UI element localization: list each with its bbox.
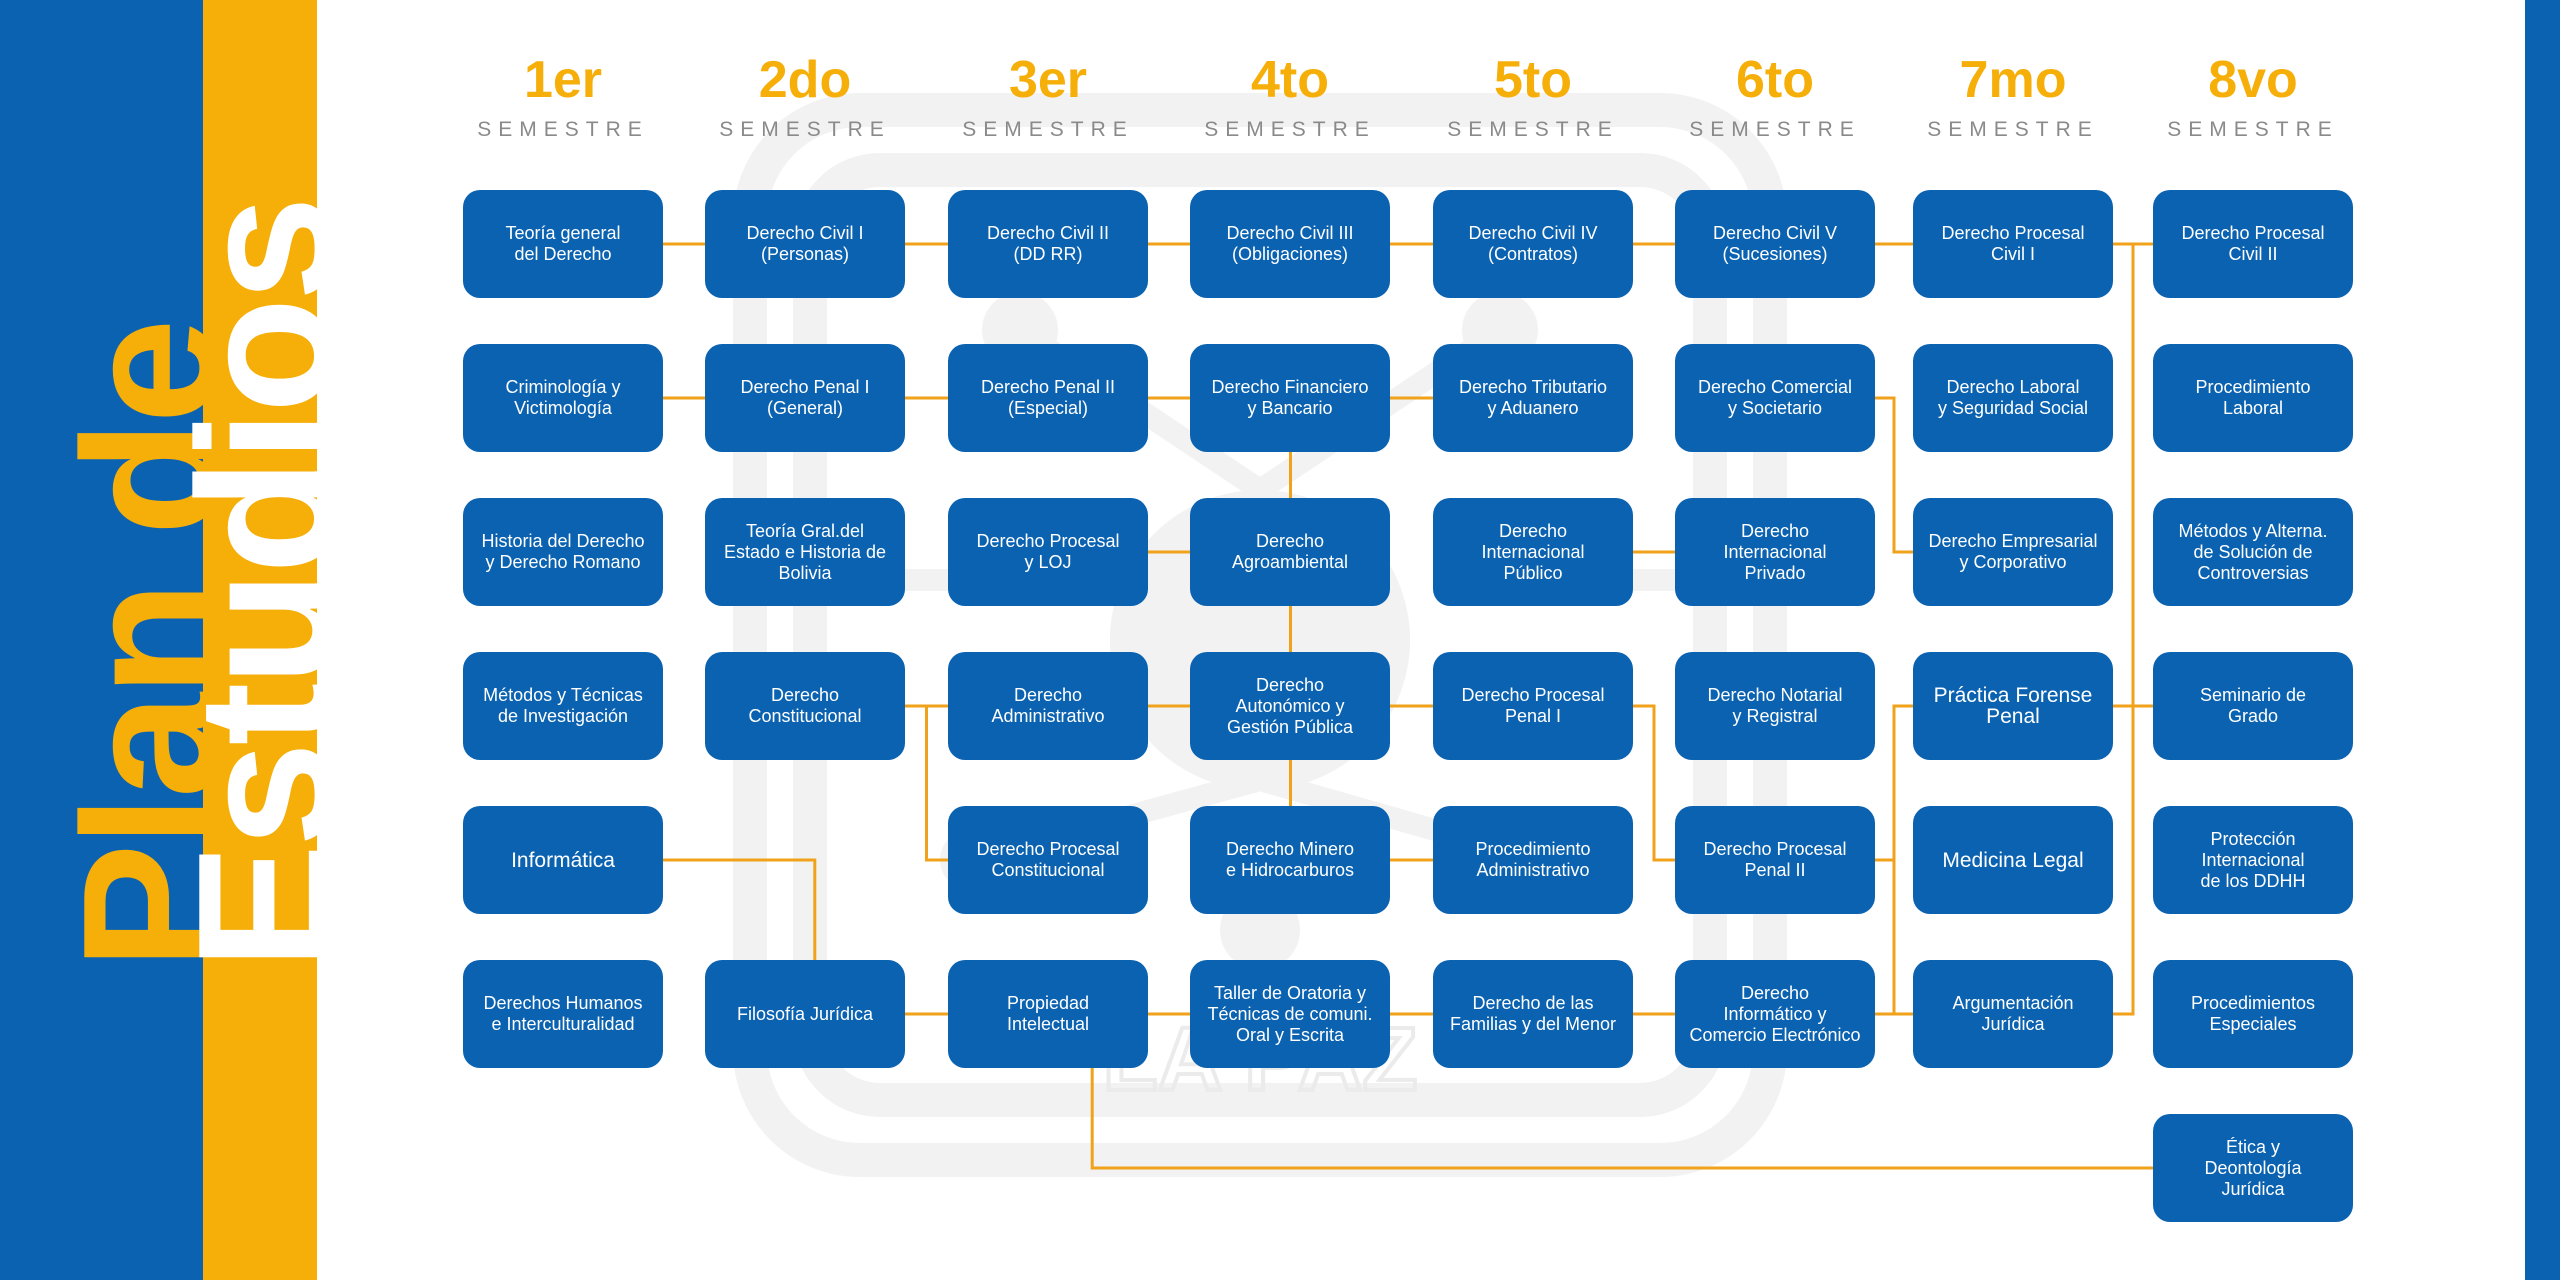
course-box-c6_3[interactable]: Derecho Internacional Privado xyxy=(1675,498,1875,606)
course-box-c8_7[interactable]: Ética y Deontología Jurídica xyxy=(2153,1114,2353,1222)
course-box-c4_4[interactable]: Derecho Autonómico y Gestión Pública xyxy=(1190,652,1390,760)
semester-number-3: 3er xyxy=(1008,51,1088,109)
course-box-c5_2[interactable]: Derecho Tributario y Aduanero xyxy=(1433,344,1633,452)
course-box-c6_1[interactable]: Derecho Civil V (Sucesiones) xyxy=(1675,190,1875,298)
semester-number-5: 5to xyxy=(1494,51,1572,109)
course-box-c2_1[interactable]: Derecho Civil I (Personas) xyxy=(705,190,905,298)
course-box-c6_2[interactable]: Derecho Comercial y Societario xyxy=(1675,344,1875,452)
course-box-c3_6[interactable]: Propiedad Intelectual xyxy=(948,960,1148,1068)
course-box-c7_5[interactable]: Medicina Legal xyxy=(1913,806,2113,914)
semester-label-6: SEMESTRE xyxy=(1689,118,1861,141)
course-box-c2_2[interactable]: Derecho Penal I (General) xyxy=(705,344,905,452)
course-box-c4_6[interactable]: Taller de Oratoria y Técnicas de comuni.… xyxy=(1190,960,1390,1068)
course-box-c4_5[interactable]: Derecho Minero e Hidrocarburos xyxy=(1190,806,1390,914)
semester-number-8: 8vo xyxy=(2208,51,2298,109)
course-box-c1_5[interactable]: Informática xyxy=(463,806,663,914)
course-box-c7_1[interactable]: Derecho Procesal Civil I xyxy=(1913,190,2113,298)
course-box-c7_6[interactable]: Argumentación Jurídica xyxy=(1913,960,2113,1068)
connector-c5_4-c6_5 xyxy=(1633,704,1675,862)
course-box-c2_4[interactable]: Derecho Constitucional xyxy=(705,652,905,760)
course-box-c1_6[interactable]: Derechos Humanos e Interculturalidad xyxy=(463,960,663,1068)
course-box-c5_5[interactable]: Procedimiento Administrativo xyxy=(1433,806,1633,914)
connector-c7_1-c8_4 xyxy=(2113,242,2153,708)
connector-c6_5-c7_4 xyxy=(1875,704,1913,862)
semester-number-6: 6to xyxy=(1736,51,1814,109)
semester-label-5: SEMESTRE xyxy=(1447,118,1619,141)
course-box-c7_3[interactable]: Derecho Empresarial y Corporativo xyxy=(1913,498,2113,606)
course-box-c8_5[interactable]: Protección Internacional de los DDHH xyxy=(2153,806,2353,914)
course-box-c7_2[interactable]: Derecho Laboral y Seguridad Social xyxy=(1913,344,2113,452)
course-box-c3_2[interactable]: Derecho Penal II (Especial) xyxy=(948,344,1148,452)
semester-label-2: SEMESTRE xyxy=(719,118,891,141)
course-box-c3_5[interactable]: Derecho Procesal Constitucional xyxy=(948,806,1148,914)
left-blue-band xyxy=(0,0,203,1280)
course-box-c8_2[interactable]: Procedimiento Laboral xyxy=(2153,344,2353,452)
course-box-c3_1[interactable]: Derecho Civil II (DD RR) xyxy=(948,190,1148,298)
course-box-c8_1[interactable]: Derecho Procesal Civil II xyxy=(2153,190,2353,298)
yellow-band xyxy=(203,0,317,1280)
course-box-c3_4[interactable]: Derecho Administrativo xyxy=(948,652,1148,760)
semester-number-4: 4to xyxy=(1251,51,1329,109)
course-box-c1_3[interactable]: Historia del Derecho y Derecho Romano xyxy=(463,498,663,606)
course-box-c8_3[interactable]: Métodos y Alterna. de Solución de Contro… xyxy=(2153,498,2353,606)
semester-label-7: SEMESTRE xyxy=(1927,118,2099,141)
semester-label-1: SEMESTRE xyxy=(477,118,649,141)
course-box-c1_2[interactable]: Criminología y Victimología xyxy=(463,344,663,452)
course-box-c6_4[interactable]: Derecho Notarial y Registral xyxy=(1675,652,1875,760)
course-box-c5_1[interactable]: Derecho Civil IV (Contratos) xyxy=(1433,190,1633,298)
right-blue-band xyxy=(2525,0,2560,1280)
connector-c6_5-c7_6 xyxy=(1875,858,1913,1016)
connector-c8_4-c7_6 xyxy=(2113,704,2153,1016)
semester-label-8: SEMESTRE xyxy=(2167,118,2339,141)
course-box-c6_6[interactable]: Derecho Informático y Comercio Electróni… xyxy=(1675,960,1875,1068)
semester-label-3: SEMESTRE xyxy=(962,118,1134,141)
course-box-c2_6[interactable]: Filosofía Jurídica xyxy=(705,960,905,1068)
course-box-c6_5[interactable]: Derecho Procesal Penal II xyxy=(1675,806,1875,914)
course-box-c4_1[interactable]: Derecho Civil III (Obligaciones) xyxy=(1190,190,1390,298)
course-box-c8_4[interactable]: Seminario de Grado xyxy=(2153,652,2353,760)
course-box-c5_3[interactable]: Derecho Internacional Público xyxy=(1433,498,1633,606)
course-box-c5_4[interactable]: Derecho Procesal Penal I xyxy=(1433,652,1633,760)
course-box-c5_6[interactable]: Derecho de las Familias y del Menor xyxy=(1433,960,1633,1068)
connector-c2_4-c3_5 xyxy=(905,704,948,862)
course-box-c1_1[interactable]: Teoría general del Derecho xyxy=(463,190,663,298)
course-box-c1_4[interactable]: Métodos y Técnicas de Investigación xyxy=(463,652,663,760)
semester-label-4: SEMESTRE xyxy=(1204,118,1376,141)
course-box-c7_4[interactable]: Práctica Forense Penal xyxy=(1913,652,2113,760)
course-box-c3_3[interactable]: Derecho Procesal y LOJ xyxy=(948,498,1148,606)
course-box-c8_6[interactable]: Procedimientos Especiales xyxy=(2153,960,2353,1068)
connector-c6_2-c7_3 xyxy=(1875,396,1913,554)
semester-number-1: 1er xyxy=(523,51,603,109)
semester-number-7: 7mo xyxy=(1959,51,2067,109)
semester-number-2: 2do xyxy=(758,51,852,109)
course-box-c2_3[interactable]: Teoría Gral.del Estado e Historia de Bol… xyxy=(705,498,905,606)
course-box-c4_3[interactable]: Derecho Agroambiental xyxy=(1190,498,1390,606)
course-box-c4_2[interactable]: Derecho Financiero y Bancario xyxy=(1190,344,1390,452)
